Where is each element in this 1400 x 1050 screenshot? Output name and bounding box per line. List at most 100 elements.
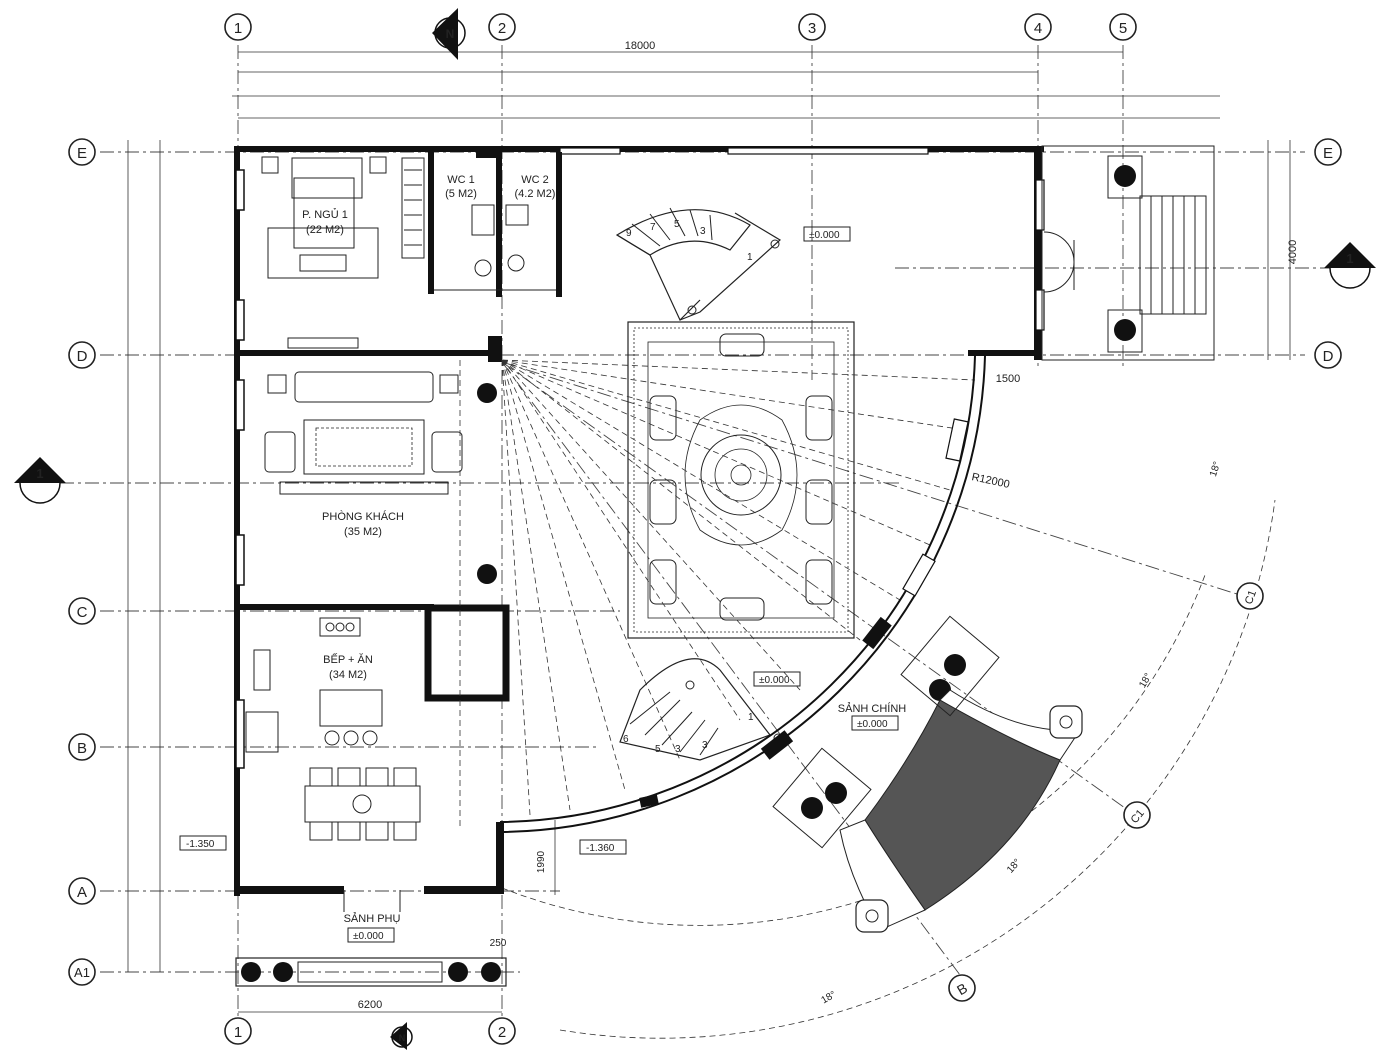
dim-offset-1500: 1500 (996, 373, 1020, 385)
grid-label-A-left: A (77, 884, 87, 901)
living-name: PHÒNG KHÁCH (322, 510, 404, 523)
dim-angle: 18° (1208, 460, 1223, 478)
wc2-area: (4.2 M2) (515, 188, 556, 200)
main-entrance-steps (772, 615, 1083, 933)
grid-bubble-4-top (1024, 13, 1052, 41)
exterior-walls (234, 146, 1045, 896)
grid-bubble-1-top (224, 13, 252, 41)
living-furniture (264, 371, 463, 495)
curved-facade (499, 355, 986, 833)
section-mark-left (14, 457, 66, 504)
stair-step-number: 7 (650, 222, 656, 233)
grid-label-4-top: 4 (1034, 20, 1042, 37)
grid-bubble-E-right (1314, 138, 1342, 166)
kitchen-area: (34 M2) (329, 669, 367, 681)
section-mark-right (1324, 242, 1376, 289)
stair-step-number: 3 (675, 744, 681, 755)
grid-label-E-right: E (1323, 145, 1333, 162)
grid-label-D-right: D (1323, 348, 1334, 365)
grid-bubble-C-left (68, 597, 96, 625)
stair-step-number: 9 (626, 228, 632, 239)
grid-bubble-B-radial (948, 974, 976, 1002)
side-entry-steps (1041, 145, 1215, 361)
dim-overall-width: 18000 (625, 40, 656, 52)
level-stair-landing: ±0.000 (759, 675, 790, 686)
grid-label-5-top: 5 (1119, 20, 1127, 37)
dim-stair-side: 1990 (536, 850, 547, 873)
section-label-left: 1 (36, 466, 43, 481)
grid-label-C-left: C (77, 604, 88, 621)
grid-bubble-A1-left (68, 958, 96, 986)
living-area: (35 M2) (344, 526, 382, 538)
grid-label-E-left: E (77, 145, 87, 162)
wc1-area: (5 M2) (445, 188, 477, 200)
dim-radius: R12000 (971, 471, 1011, 491)
grid-label-A1-left: A1 (74, 965, 90, 980)
grid-label-D-left: D (77, 348, 88, 365)
bedroom-name: P. NGỦ 1 (302, 208, 348, 221)
section-label-right: 1 (1346, 251, 1353, 266)
level-bottom: -1.360 (586, 843, 615, 854)
dim-right-depth: 4000 (1287, 240, 1299, 264)
level-tag (179, 835, 227, 851)
level-tag (753, 671, 801, 687)
side-hall-entry (235, 890, 507, 987)
grid-bubble-A-left (68, 877, 96, 905)
dim-step-250: 250 (490, 938, 507, 949)
grid-bubble-2-bottom (488, 1017, 516, 1045)
north-label-bottom: N (399, 1033, 406, 1043)
kitchen-name: BẾP + ĂN (323, 653, 373, 666)
north-arrow-icon (432, 8, 466, 60)
main-hall-name: SẢNH CHÍNH (838, 702, 907, 715)
hall-rug (627, 321, 855, 639)
level-tag (579, 839, 627, 855)
grid-bubble-2-top (488, 13, 516, 41)
stair-step-number: 3 (700, 226, 706, 237)
grid-bubble-5-top (1109, 13, 1137, 41)
level-left: -1.350 (186, 839, 215, 850)
level-hall-top: ±0.000 (809, 230, 840, 241)
dim-angle: 18° (1137, 671, 1154, 690)
upper-stair (615, 207, 782, 322)
bedroom-area: (22 M2) (306, 224, 344, 236)
grid-label-B-left: B (77, 740, 87, 757)
grid-label-1-bottom: 1 (234, 1024, 242, 1041)
level-tag (851, 715, 899, 731)
grid-bubble-C1-upper (1236, 582, 1264, 610)
grid-lines (60, 45, 1330, 1020)
grid-bubble-1-bottom (224, 1017, 252, 1045)
grid-label-1-top: 1 (234, 20, 242, 37)
side-hall-level: ±0.000 (353, 931, 384, 942)
grid-bubble-C1-lower (1123, 801, 1151, 829)
grid-bubble-E-left (68, 138, 96, 166)
main-hall-level: ±0.000 (857, 719, 888, 730)
grid-bubble-3-top (798, 13, 826, 41)
stair-step-number: 5 (655, 744, 661, 755)
bedroom-furniture (261, 156, 425, 349)
wc1-name: WC 1 (447, 174, 475, 186)
dim-angle: 18° (1005, 857, 1023, 876)
grid-label-2-top: 2 (498, 20, 506, 37)
dimension-chains (127, 51, 1291, 1039)
side-hall-name: SẢNH PHỤ (344, 912, 401, 925)
level-tag (347, 927, 395, 943)
level-tag (803, 226, 851, 242)
stair-step-number: 1 (747, 252, 753, 263)
stair-step-number: 1 (748, 712, 754, 723)
stair-step-number: 5 (674, 219, 680, 230)
interior-walls (234, 152, 562, 702)
grid-label-2-bottom: 2 (498, 1024, 506, 1041)
grid-label-C1-upper: C1 (1243, 589, 1259, 606)
grid-bubble-D-left (68, 341, 96, 369)
dim-bottom-width: 6200 (358, 999, 382, 1011)
kitchen-furniture (245, 360, 461, 841)
grid-bubble-B-left (68, 733, 96, 761)
stair-step-number: 6 (623, 734, 629, 745)
grid-bubble-D-right (1314, 341, 1342, 369)
radial-lines (501, 359, 976, 816)
stair-step-number: 3 (702, 740, 708, 751)
wc2-name: WC 2 (521, 174, 549, 186)
north-arrow-icon (390, 1022, 413, 1050)
grid-label-3-top: 3 (808, 20, 816, 37)
